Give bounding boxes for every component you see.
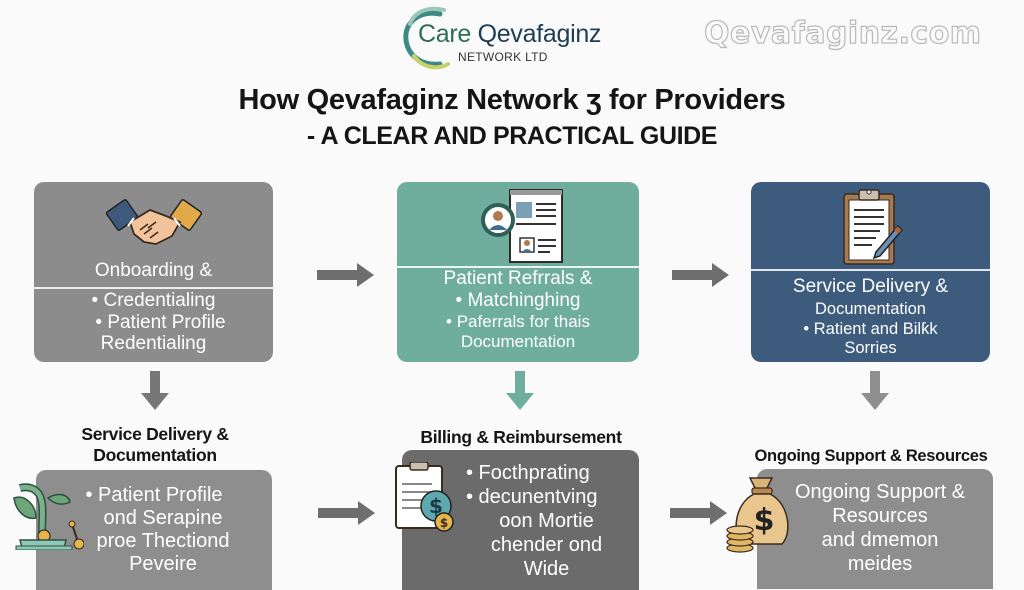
card-line: Ongoing Support & — [794, 481, 966, 503]
card-line: Documentation — [460, 332, 576, 351]
card-line: • Matchinghing — [455, 290, 581, 311]
logo-subtitle: NETWORK LTD — [458, 50, 548, 64]
page-title: How Qevafaginz Network ʒ for Providers — [238, 84, 786, 116]
step-label-billing: Billing & Reimbursement — [398, 427, 644, 448]
page-subtitle: - A CLEAR AND PRACTICAL GUIDE — [306, 122, 718, 150]
card-line: • Focthprating — [466, 462, 590, 484]
card-line: Sorries — [844, 339, 897, 357]
card-line: ond Serapine — [103, 507, 223, 529]
arrow-right-icon — [317, 263, 374, 287]
card-line: • Paferrals for thais — [446, 312, 590, 331]
arrow-down-icon — [506, 371, 534, 410]
card-divider — [397, 266, 639, 268]
card-line: Documentation — [815, 300, 926, 318]
handshake-icon — [34, 194, 273, 250]
card-line: Wide — [523, 558, 570, 580]
arrow-right-icon — [672, 263, 729, 287]
step-label-line: Billing & Reimbursement — [420, 427, 622, 447]
profile-document-icon — [397, 184, 639, 264]
card-service-delivery: Service Delivery & Documentation • Ratie… — [751, 182, 990, 362]
card-heading: Service Delivery & — [792, 276, 949, 297]
step-label-line: Service Delivery & — [81, 424, 229, 444]
clipboard-pen-icon — [751, 186, 990, 266]
logo-brand-second: Qevafaginz — [477, 20, 602, 48]
card-heading: Onboarding & — [94, 260, 213, 281]
card-line: Peveire — [129, 553, 197, 575]
card-heading: Patient Refrrals & — [443, 268, 593, 289]
card-line: meides — [847, 553, 913, 575]
arrow-right-icon — [318, 501, 375, 525]
card-service-delivery-documentation: • Patient Profile ond Serapine proe Thec… — [36, 470, 272, 590]
svg-text:$: $ — [429, 494, 443, 518]
step-label-line: Ongoing Support & Resources — [754, 447, 988, 465]
step-label-line: Documentation — [93, 445, 217, 465]
card-line: • Credentialing — [91, 290, 216, 311]
card-patient-referrals: Patient Refrrals & • Matchinghing • Pafe… — [397, 182, 639, 362]
logo-brand-name: Care Qevafaginz — [418, 20, 601, 49]
arrow-down-icon — [141, 371, 169, 410]
card-line: proe Thectiond — [96, 530, 230, 552]
card-line: oon Mortie — [499, 510, 594, 532]
money-bag-icon: $ — [726, 477, 789, 553]
invoice-dollar-icon: $ $ — [395, 462, 454, 532]
card-line: • decunentving — [466, 486, 598, 508]
step-label-ongoing-support: Ongoing Support & Resources — [738, 447, 1004, 466]
card-line: • Ratient and Bilƙk — [803, 320, 938, 338]
watermark: Qevafaginz.com — [703, 15, 982, 51]
logo-swoosh-icon — [403, 6, 450, 70]
card-line: Resources — [832, 505, 928, 527]
card-line: Redentialing — [100, 333, 207, 354]
plant-growth-icon — [13, 483, 84, 550]
card-line: chender ond — [490, 534, 603, 556]
arrow-down-icon — [861, 371, 889, 410]
arrow-right-icon — [670, 501, 727, 525]
card-line: • Patient Profile — [85, 484, 223, 506]
svg-text:$: $ — [440, 516, 448, 530]
card-onboarding: Onboarding & • Credentialing • Patient P… — [34, 182, 273, 362]
svg-text:$: $ — [754, 503, 775, 538]
step-label-service-delivery: Service Delivery & Documentation — [40, 424, 270, 466]
card-line: • Patient Profile — [95, 312, 226, 333]
card-divider — [751, 269, 990, 271]
card-line: and dmemon — [821, 529, 939, 551]
card-divider — [34, 287, 273, 289]
company-logo: Care Qevafaginz NETWORK LTD — [400, 6, 640, 70]
card-ongoing-support: Ongoing Support & Resources and dmemon m… — [757, 469, 993, 589]
logo-brand-first: Care — [418, 20, 471, 48]
